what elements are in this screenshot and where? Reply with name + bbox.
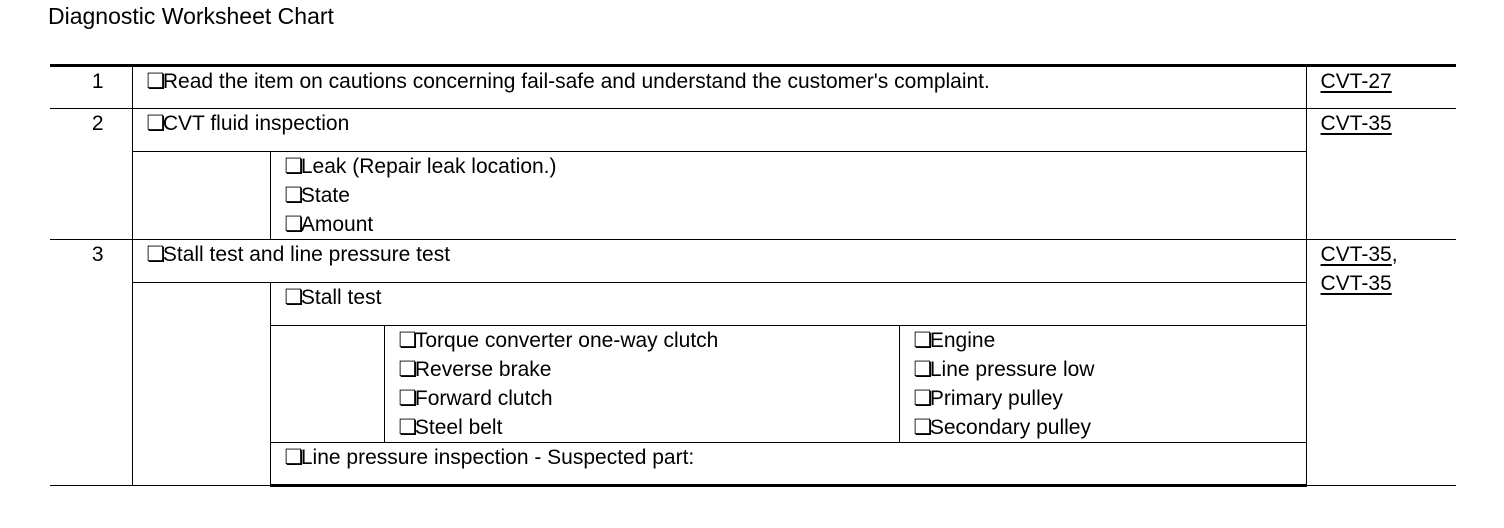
checkbox-icon[interactable]: ❏ (398, 329, 418, 352)
diagnostic-worksheet-table: 1 ❏Read the item on cautions concerning … (50, 64, 1457, 487)
reference-link-cvt-27[interactable]: CVT-27 (1320, 70, 1392, 93)
worksheet-row-3: 3 ❏Stall test and line pressure test CVT… (50, 239, 1457, 486)
checkbox-icon[interactable]: ❏ (913, 416, 933, 439)
list-item: ❏Amount (285, 210, 1306, 239)
line-pressure-label: Line pressure inspection - Suspected par… (300, 446, 695, 469)
reference-link-cvt-35[interactable]: CVT-35 (1320, 243, 1392, 266)
checkbox-icon[interactable]: ❏ (398, 387, 418, 410)
checkbox-icon[interactable]: ❏ (913, 358, 933, 381)
page-title: Diagnostic Worksheet Chart (48, 3, 334, 29)
reference-cell: CVT-35 (1305, 108, 1457, 240)
checkbox-icon[interactable]: ❏ (913, 329, 933, 352)
fluid-inspection-label: CVT fluid inspection (162, 112, 350, 135)
list-item: ❏Primary pulley (914, 384, 1306, 413)
stall-test-label: Stall test (300, 286, 382, 309)
step-number: 1 (50, 64, 133, 109)
empty-indent-cell (270, 325, 385, 443)
list-item: ❏Steel belt (399, 413, 899, 442)
worksheet-row-3-line-pressure: ❏Line pressure inspection - Suspected pa… (50, 442, 1456, 487)
worksheet-row-1: 1 ❏Read the item on cautions concerning … (50, 64, 1457, 109)
checkbox-icon[interactable]: ❏ (398, 358, 418, 381)
suspected-parts-left: ❏Torque converter one-way clutch ❏Revers… (383, 325, 900, 443)
step-number: 2 (50, 108, 133, 240)
list-item: ❏Secondary pulley (914, 413, 1306, 442)
empty-indent-cell (132, 282, 271, 486)
empty-indent-cell (132, 151, 271, 240)
list-item: ❏Reverse brake (399, 355, 899, 384)
checkbox-icon[interactable]: ❏ (284, 446, 304, 469)
worksheet-row-2-sub: ❏Leak (Repair leak location.) ❏State ❏Am… (50, 151, 1456, 240)
list-item: ❏Torque converter one-way clutch (398, 327, 899, 356)
stall-line-test-cell: ❏Stall test and line pressure test (131, 239, 1307, 283)
stall-test-cell: ❏Stall test (269, 282, 1307, 326)
checkbox-icon[interactable]: ❏ (913, 387, 933, 410)
checkbox-icon[interactable]: ❏ (284, 184, 304, 207)
reference-link-cvt-35[interactable]: CVT-35 (1320, 112, 1392, 135)
checkbox-icon[interactable]: ❏ (146, 243, 166, 266)
worksheet-row-2: 2 ❏CVT fluid inspection CVT-35 (50, 108, 1457, 240)
checkbox-icon[interactable]: ❏ (284, 286, 304, 309)
fluid-items-cell: ❏Leak (Repair leak location.) ❏State ❏Am… (269, 151, 1307, 240)
worksheet-row-3-parts: ❏Torque converter one-way clutch ❏Revers… (50, 325, 1456, 443)
list-item: ❏Engine (913, 327, 1306, 356)
step-number: 3 (50, 239, 133, 486)
line-pressure-cell: ❏Line pressure inspection - Suspected pa… (270, 442, 1307, 487)
fluid-inspection-cell: ❏CVT fluid inspection (131, 108, 1307, 152)
suspected-parts-right: ❏Engine ❏Line pressure low ❏Primary pull… (898, 325, 1307, 443)
reference-link-cvt-35[interactable]: CVT-35 (1320, 272, 1392, 295)
stall-line-test-label: Stall test and line pressure test (162, 243, 451, 266)
list-item: ❏Leak (Repair leak location.) (284, 153, 1306, 182)
worksheet-row-3-stall: ❏Stall test (50, 282, 1456, 486)
step-1-text-cell: ❏Read the item on cautions concerning fa… (131, 64, 1307, 109)
checkbox-icon[interactable]: ❏ (146, 70, 166, 93)
reference-cell: CVT-35, CVT-35 (1305, 239, 1457, 486)
reference-cell: CVT-27 (1305, 64, 1457, 109)
checkbox-icon[interactable]: ❏ (398, 416, 418, 439)
list-item: ❏State (285, 181, 1306, 210)
step-1-text: Read the item on cautions concerning fai… (162, 70, 990, 93)
checkbox-icon[interactable]: ❏ (146, 112, 166, 135)
checkbox-icon[interactable]: ❏ (284, 155, 304, 178)
list-item: ❏Forward clutch (399, 384, 899, 413)
list-item: ❏Line pressure low (914, 355, 1306, 384)
checkbox-icon[interactable]: ❏ (284, 213, 304, 236)
